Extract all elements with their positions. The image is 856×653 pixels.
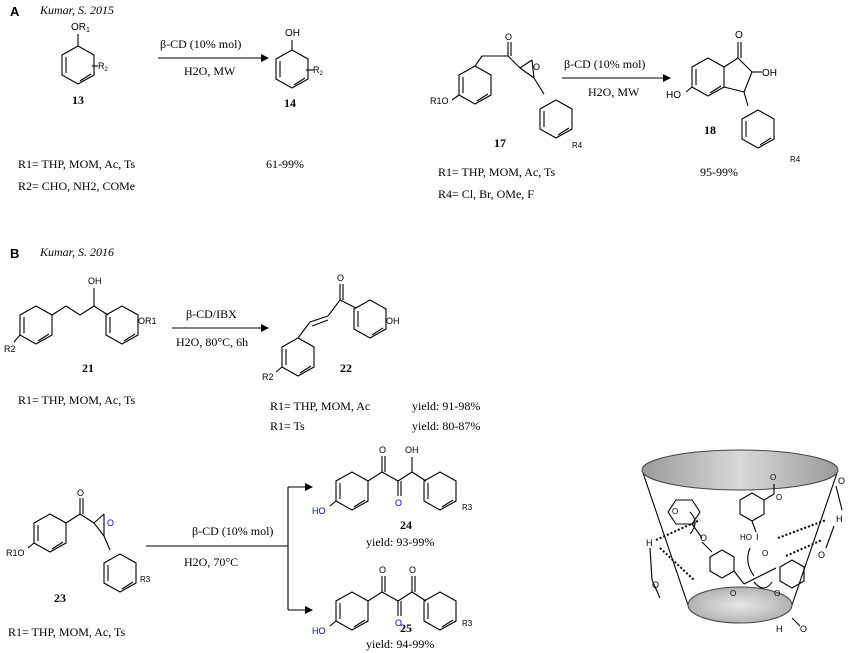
mech-o-ibx-carbonyl: O	[770, 473, 776, 482]
compound-18-oh-label: OH	[762, 68, 777, 79]
panel-b-result-2-label: R1= Ts	[270, 419, 305, 433]
mech-o-ibx: O	[762, 549, 768, 558]
panel-b-result-1-yield: yield: 91-98%	[412, 399, 480, 413]
compound-22-number: 22	[340, 361, 352, 375]
compound-23-r1o-label: R1O	[6, 548, 25, 558]
mech-o-ether: O	[700, 533, 707, 543]
compound-25-number: 25	[400, 621, 412, 635]
compound-24-carbonyl-o: O	[379, 445, 386, 455]
panel-b-letter: B	[10, 246, 19, 261]
compound-17-r1o-label: R1O	[430, 96, 449, 106]
compound-24-number: 24	[400, 518, 412, 532]
compound-21-or1-label: OR1	[138, 316, 157, 326]
mech-h-bottom: H	[776, 624, 783, 634]
panel-a-letter: A	[10, 4, 20, 19]
compound-22-r2-label: R2	[262, 372, 274, 382]
compound-13-r2-label: R2	[98, 61, 109, 73]
compound-25-r3-label: R3	[462, 619, 473, 628]
catalyst-a-right: β-CD (10% mol)	[564, 57, 645, 71]
compound-23-number: 23	[54, 591, 66, 605]
panel-b-bottom-r1-definition: R1= THP, MOM, Ac, Ts	[8, 625, 126, 639]
panel-a-right-yield: 95-99%	[700, 165, 738, 179]
mech-o-left: O	[652, 580, 659, 590]
compound-25-carbonyl-o-2: O	[409, 565, 416, 575]
conditions-a-right: H2O, MW	[588, 85, 640, 99]
compound-17-epoxide-o: O	[533, 62, 540, 72]
compound-18-number: 18	[704, 123, 716, 137]
compound-13-or1-label: OR1	[71, 22, 90, 34]
compound-18-ho-label: HO	[666, 90, 681, 101]
compound-23-r3-label: R3	[140, 575, 151, 584]
compound-17-carbonyl-o: O	[505, 32, 512, 42]
compound-21-oh-label: OH	[88, 276, 102, 286]
compound-17-structure	[451, 42, 573, 139]
mech-o-right: O	[818, 550, 825, 560]
mech-o-ketone: O	[730, 589, 736, 598]
compound-21-number: 21	[82, 361, 94, 375]
panel-a-right-r1-definition: R1= THP, MOM, Ac, Ts	[438, 165, 556, 179]
mech-o-right-top: O	[838, 476, 845, 486]
cyclodextrin-cavity-illustration	[641, 449, 843, 627]
catalyst-b-top: β-CD/IBX	[186, 307, 237, 321]
compound-18-carbonyl-o: O	[735, 30, 743, 41]
compound-24-oh-label: OH	[405, 445, 419, 455]
compound-13-structure	[61, 34, 98, 85]
compound-25-yield: yield: 94-99%	[366, 637, 434, 651]
compound-24-r3-label: R3	[462, 503, 473, 512]
compound-23-carbonyl-o: O	[77, 488, 84, 498]
catalyst-b-bottom: β-CD (10% mol)	[192, 524, 273, 538]
catalyst-a-left: β-CD (10% mol)	[160, 37, 241, 51]
compound-25-carbonyl-o-1: O	[379, 565, 386, 575]
mech-h-right: H	[836, 514, 843, 524]
compound-21-structure	[13, 288, 139, 345]
panel-b-result-2-yield: yield: 80-87%	[412, 419, 480, 433]
compound-17-r4-label: R4	[572, 141, 583, 150]
compound-18-r4-label: R4	[790, 155, 801, 164]
conditions-b-bottom: H2O, 70°C	[184, 555, 238, 569]
panel-a-citation: Kumar, S. 2015	[39, 3, 114, 17]
mech-i-label: I	[756, 532, 759, 542]
compound-21-r2-label: R2	[4, 344, 16, 354]
mech-o-thp: O	[672, 507, 678, 516]
conditions-a-left: H2O, MW	[184, 64, 236, 78]
compound-14-oh-label: OH	[285, 28, 300, 39]
mech-o-epoxide: O	[774, 589, 780, 598]
compound-14-number: 14	[284, 96, 296, 110]
mech-h-left: H	[646, 538, 653, 548]
panel-a-left-r1-definition: R1= THP, MOM, Ac, Ts	[18, 157, 136, 171]
compound-14-r2-label: R2	[313, 65, 324, 77]
compound-25-ho-label: HO	[312, 626, 326, 636]
compound-13-number: 13	[72, 93, 84, 107]
panel-b-top-r1-definition: R1= THP, MOM, Ac, Ts	[18, 393, 136, 407]
panel-a-left-yield: 61-99%	[266, 157, 304, 171]
mech-o-ibx-ring: O	[776, 493, 782, 502]
panel-a-right-r4-definition: R4= Cl, Br, OMe, F	[438, 187, 534, 201]
compound-24-ho-label: HO	[312, 506, 326, 516]
mech-o-bottom: O	[800, 624, 807, 634]
compound-22-oh-label: OH	[386, 316, 400, 326]
compound-14-structure	[275, 40, 314, 89]
compound-23-epoxide-o: O	[107, 518, 114, 528]
compound-22-structure	[275, 284, 387, 377]
compound-17-number: 17	[494, 136, 506, 150]
compound-22-carbonyl-o: O	[337, 273, 344, 283]
compound-24-keto-o: O	[395, 498, 402, 508]
compound-25-structure	[329, 576, 457, 631]
panel-b-result-1-label: R1= THP, MOM, Ac	[270, 399, 370, 413]
compound-24-yield: yield: 93-99%	[366, 535, 434, 549]
mech-ho-label: HO	[740, 533, 752, 542]
compound-24-structure	[329, 456, 457, 511]
compound-18-structure	[685, 42, 775, 149]
compound-25-keto-o: O	[395, 618, 402, 628]
panel-b-citation: Kumar, S. 2016	[39, 245, 114, 259]
panel-a-left-r2-definition: R2= CHO, NH2, COMe	[18, 179, 135, 193]
compound-23-structure	[27, 498, 137, 593]
conditions-b-top: H2O, 80°C, 6h	[176, 335, 248, 349]
